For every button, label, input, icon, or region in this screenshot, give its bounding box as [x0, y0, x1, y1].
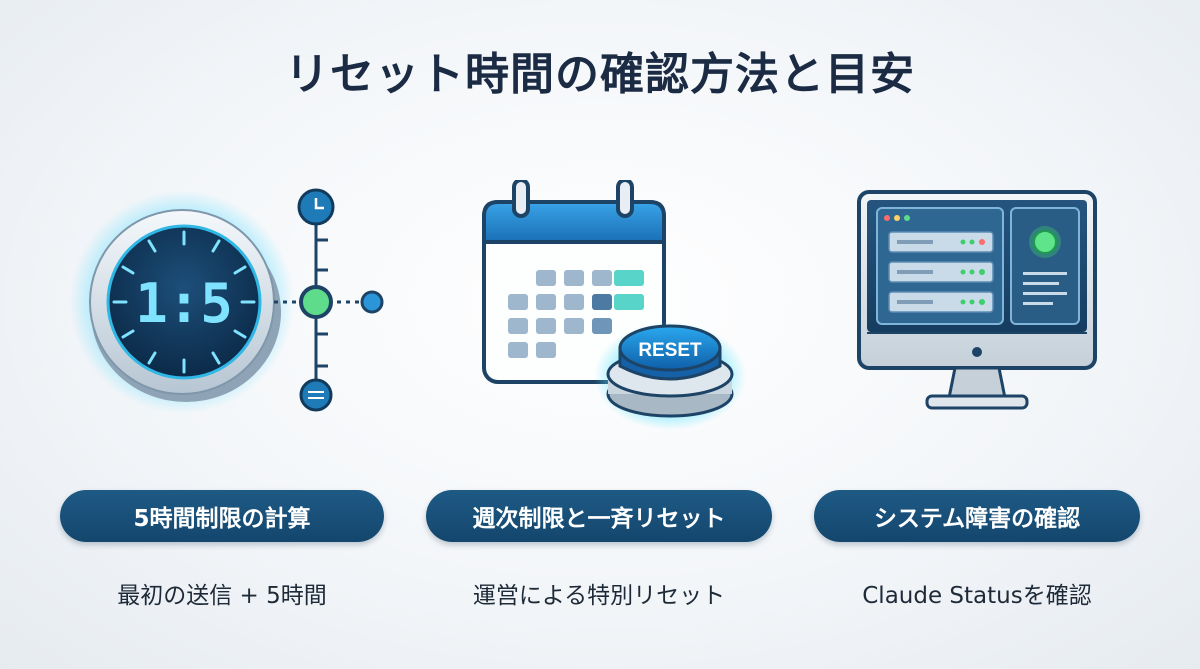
calendar-ring-icon: [512, 180, 530, 218]
reset-button-icon: [618, 324, 722, 372]
caption-5hour-limit: 最初の送信 + 5時間: [117, 583, 327, 609]
heading-5hour-limit: 5時間制限の計算: [60, 490, 384, 542]
page-title: リセット時間の確認方法と目安: [285, 49, 915, 100]
end-node-icon: [299, 378, 333, 412]
current-node-icon: [299, 285, 333, 319]
status-light-icon: [1033, 230, 1057, 254]
heading-weekly-limit: 週次制限と一斉リセット: [426, 490, 772, 542]
reset-button-label: RESET: [638, 340, 702, 361]
timer-display: 1:5: [135, 272, 233, 335]
caption-weekly-limit: 運営による特別リセット: [472, 583, 726, 609]
heading-system-outage: システム障害の確認: [814, 490, 1140, 542]
server-rack-icon: [888, 231, 994, 313]
power-dot-icon: [972, 347, 982, 357]
timer-illustration: 1:5: [70, 188, 384, 414]
caption-system-outage: Claude Statusを確認: [862, 583, 1092, 609]
calendar-illustration: RESET: [482, 180, 746, 430]
monitor-illustration: [857, 190, 1097, 410]
